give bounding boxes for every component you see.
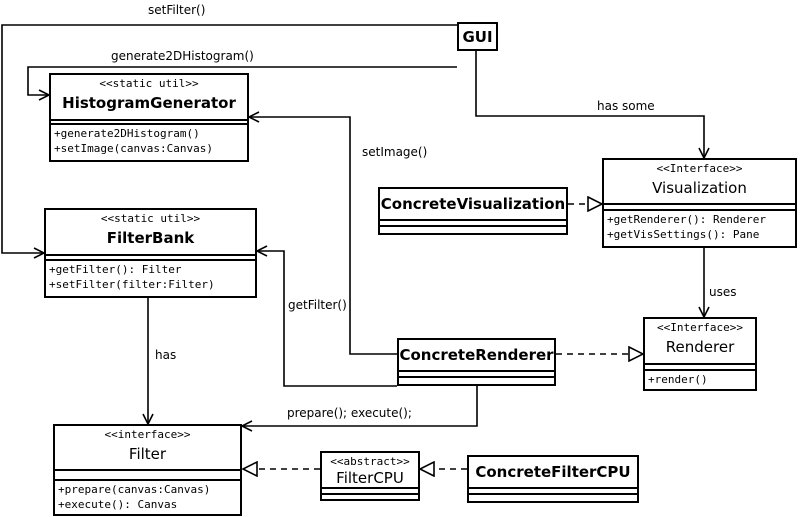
connector-concreterenderer-getfilter	[257, 251, 397, 387]
operation-set-image: +setImage(canvas:Canvas)	[54, 142, 213, 155]
class-renderer-name: Renderer	[665, 338, 735, 356]
class-filter-bank-name: FilterBank	[106, 229, 195, 247]
connector-gui-has-some-visualization	[475, 50, 704, 158]
class-filter-stereotype: <<interface>>	[104, 428, 191, 441]
class-filter-bank: <<static util>> FilterBank +getFilter():…	[44, 208, 257, 298]
class-filter-bank-ops: +getFilter(): Filter +setFilter(filter:F…	[46, 261, 255, 293]
edge-label-uses: uses	[709, 285, 737, 299]
edge-label-set-filter: setFilter()	[148, 3, 206, 17]
class-filter: <<interface>> Filter +prepare(canvas:Can…	[53, 424, 242, 516]
class-renderer-ops: +render()	[645, 371, 755, 388]
operation-prepare: +prepare(canvas:Canvas)	[58, 483, 211, 496]
connector-concreterenderer-setimage	[249, 117, 397, 355]
operation-generate-2d-histogram: +generate2DHistogram()	[54, 127, 200, 140]
class-concrete-renderer: ConcreteRenderer	[397, 338, 556, 386]
class-renderer-stereotype: <<Interface>>	[656, 321, 744, 334]
class-visualization-ops: +getRenderer(): Renderer +getVisSettings…	[604, 211, 795, 243]
class-visualization-name: Visualization	[652, 179, 747, 197]
edge-label-has-some: has some	[597, 99, 655, 113]
operation-get-renderer: +getRenderer(): Renderer	[607, 213, 766, 226]
class-concrete-renderer-name: ConcreteRenderer	[399, 346, 554, 364]
class-concrete-filter-cpu-name: ConcreteFilterCPU	[475, 463, 631, 481]
edge-label-get-filter: getFilter()	[288, 298, 347, 312]
class-filter-ops: +prepare(canvas:Canvas) +execute(): Canv…	[55, 481, 240, 513]
connector-gui-setfilter-filterbank	[1, 24, 457, 253]
class-histogram-generator-stereotype: <<static util>>	[99, 77, 199, 90]
operation-get-filter: +getFilter(): Filter	[49, 263, 182, 276]
class-visualization: <<Interface>> Visualization +getRenderer…	[602, 158, 797, 248]
class-histogram-generator-name: HistogramGenerator	[62, 94, 236, 112]
operation-render: +render()	[648, 373, 708, 386]
edge-label-set-image: setImage()	[362, 145, 428, 159]
connector-gui-generate-histogram	[27, 66, 457, 95]
operation-execute: +execute(): Canvas	[58, 498, 178, 511]
class-filter-cpu-stereotype: <<abstract>>	[330, 455, 410, 468]
connector-concreterenderer-prepare-execute	[242, 385, 478, 426]
class-filter-cpu: <<abstract>> FilterCPU	[320, 451, 420, 501]
class-gui: GUI	[457, 22, 498, 51]
class-visualization-stereotype: <<Interface>>	[656, 162, 743, 175]
operation-get-vis-settings: +getVisSettings(): Pane	[607, 228, 760, 241]
class-histogram-generator-ops: +generate2DHistogram() +setImage(canvas:…	[51, 125, 247, 157]
class-filter-name: Filter	[128, 445, 167, 463]
class-gui-name: GUI	[462, 28, 493, 46]
edge-label-prepare-execute: prepare(); execute();	[287, 406, 412, 420]
class-filter-cpu-name: FilterCPU	[336, 469, 404, 487]
class-filter-bank-stereotype: <<static util>>	[100, 212, 201, 225]
class-concrete-visualization: ConcreteVisualization	[378, 187, 568, 235]
class-renderer: <<Interface>> Renderer +render()	[643, 317, 757, 391]
edge-label-generate-2d-histogram: generate2DHistogram()	[111, 49, 254, 63]
edge-label-has: has	[155, 348, 177, 362]
operation-set-filter: +setFilter(filter:Filter)	[49, 278, 215, 291]
class-concrete-visualization-name: ConcreteVisualization	[380, 195, 566, 213]
class-concrete-filter-cpu: ConcreteFilterCPU	[467, 455, 639, 503]
class-histogram-generator: <<static util>> HistogramGenerator +gene…	[49, 73, 249, 162]
